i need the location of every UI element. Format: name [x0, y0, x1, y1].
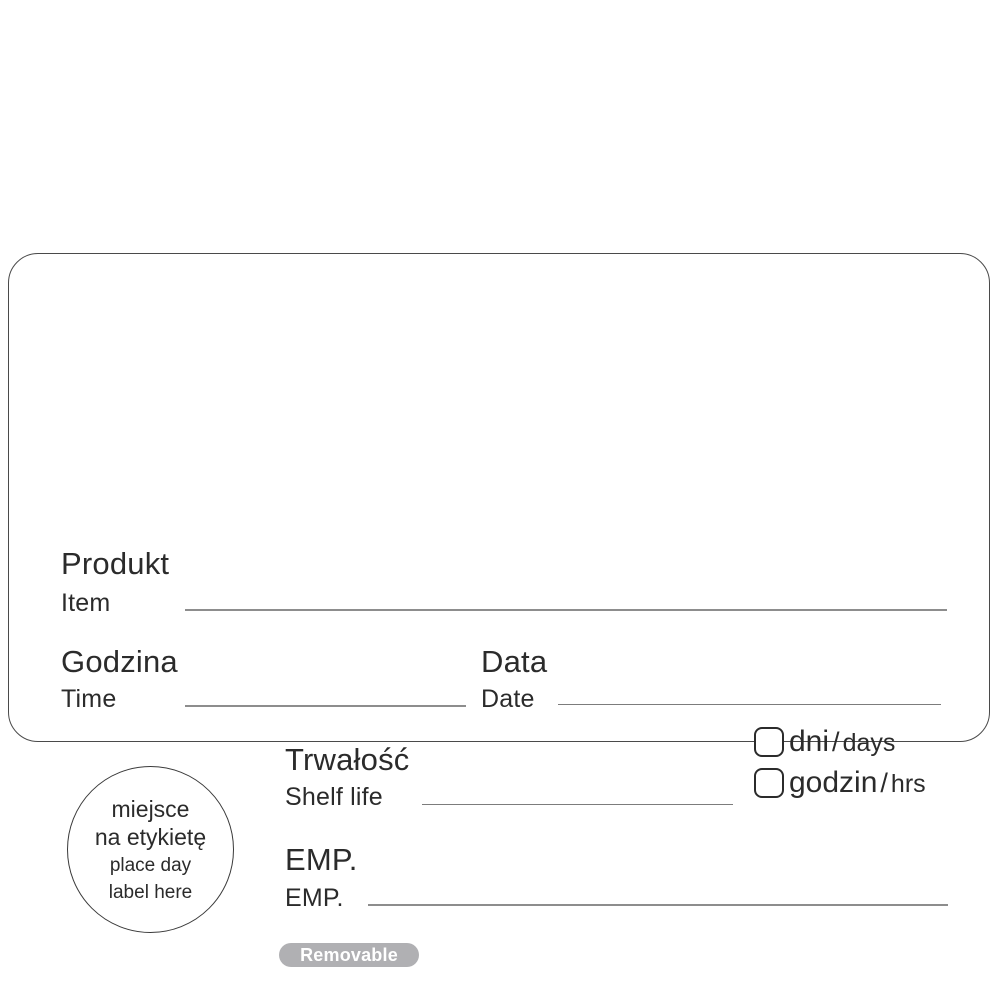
stamp-text-pl-line2: na etykietę [94, 823, 207, 850]
checkbox-hours-label-pl: godzin [789, 766, 878, 799]
food-rotation-label-card: Produkt Item Godzina Time Data Date Trwa… [8, 253, 990, 967]
removable-badge-text: Removable [300, 945, 398, 965]
time-label-en: Time [61, 685, 117, 713]
date-write-line[interactable] [558, 704, 941, 705]
shelf-life-label-en: Shelf life [285, 783, 383, 811]
checkbox-days-separator: / [832, 727, 840, 757]
checkbox-hours-label: godzin/hrs [789, 768, 926, 798]
checkbox-days-label-pl: dni [789, 725, 830, 758]
emp-write-line[interactable] [368, 904, 948, 906]
product-label-en: Item [61, 589, 111, 617]
stamp-text-pl-line1: miejsce [111, 795, 190, 822]
product-write-line[interactable] [185, 609, 947, 611]
shelf-life-label-pl: Trwałość [285, 742, 410, 777]
emp-label-en: EMP. [285, 884, 344, 912]
checkbox-row-days[interactable]: dni/days [754, 727, 895, 757]
stamp-text-en-line2: label here [108, 881, 193, 903]
checkbox-row-hours[interactable]: godzin/hrs [754, 768, 926, 798]
stamp-text-en-line1: place day [109, 854, 192, 876]
emp-label-pl: EMP. [285, 842, 358, 877]
checkbox-hours-separator: / [880, 768, 888, 798]
time-write-line[interactable] [185, 705, 466, 707]
checkbox-days-label-en: days [842, 729, 896, 757]
removable-badge: Removable [279, 943, 419, 967]
day-label-placeholder-circle[interactable]: miejsce na etykietę place day label here [67, 766, 234, 933]
time-label-pl: Godzina [61, 644, 178, 679]
checkbox-hours[interactable] [754, 768, 784, 798]
date-label-en: Date [481, 685, 535, 713]
date-label-pl: Data [481, 644, 548, 679]
product-label-pl: Produkt [61, 546, 170, 581]
shelf-life-write-line[interactable] [422, 804, 733, 805]
checkbox-days-label: dni/days [789, 727, 895, 757]
checkbox-days[interactable] [754, 727, 784, 757]
checkbox-hours-label-en: hrs [890, 770, 926, 798]
